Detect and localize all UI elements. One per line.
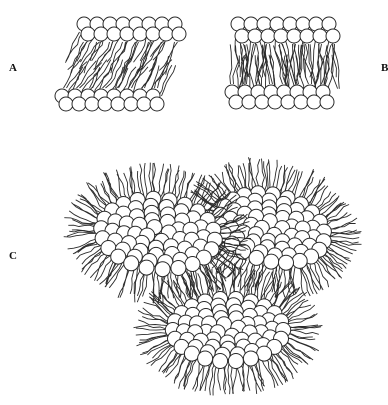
- lipid-head: [150, 97, 164, 111]
- lipid-tail: [82, 246, 103, 264]
- lipid-tail: [281, 165, 285, 194]
- lipid-head: [172, 27, 186, 41]
- lipid-head: [292, 253, 307, 268]
- lipid-head: [124, 256, 139, 271]
- lipid-tail: [66, 32, 83, 61]
- bilayer-a: [55, 17, 186, 111]
- lipid-head: [313, 29, 327, 43]
- lipid-head: [94, 27, 108, 41]
- lipid-head: [98, 97, 112, 111]
- lipid-head: [281, 95, 295, 109]
- lipid-tail: [105, 173, 120, 201]
- lipid-head: [213, 354, 228, 369]
- lipid-head: [81, 27, 95, 41]
- lipid-head: [146, 27, 160, 41]
- lipid-tail: [135, 270, 141, 303]
- lipid-tail: [267, 161, 269, 191]
- lipid-tail: [274, 265, 277, 292]
- lipid-head: [249, 250, 264, 265]
- lipid-head: [124, 97, 138, 111]
- lipid-tail: [109, 263, 125, 287]
- lipid-tail: [170, 166, 179, 198]
- lipid-head: [300, 29, 314, 43]
- lipid-tail: [132, 58, 147, 88]
- lipid-head: [279, 255, 294, 270]
- lipid-head: [107, 27, 121, 41]
- lipid-head: [274, 29, 288, 43]
- lipid-head: [229, 95, 243, 109]
- lipid-tail: [131, 166, 133, 197]
- lipid-head: [287, 29, 301, 43]
- lipid-head: [320, 95, 334, 109]
- lipid-tail: [331, 44, 337, 89]
- lipid-head: [155, 262, 170, 277]
- lipid-tail: [157, 164, 163, 196]
- lipid-head: [294, 95, 308, 109]
- lipid-head: [242, 95, 256, 109]
- lipid-tail: [267, 357, 283, 385]
- lipid-head: [261, 29, 275, 43]
- lipid-head: [133, 27, 147, 41]
- lipid-tail: [111, 42, 123, 73]
- lipid-tail: [136, 333, 167, 335]
- lipid-tail: [230, 44, 232, 84]
- lipid-tail: [228, 364, 230, 394]
- lipid-tail: [241, 363, 245, 391]
- lipid-head: [264, 254, 279, 269]
- lipid-head: [307, 95, 321, 109]
- lipid-tail: [68, 225, 95, 227]
- lipid-head: [235, 29, 249, 43]
- lipid-tail: [79, 42, 99, 69]
- lipid-head: [120, 27, 134, 41]
- lipid-head: [198, 351, 213, 366]
- lipid-head: [185, 257, 200, 272]
- lipid-head: [243, 351, 258, 366]
- lipid-tail: [327, 236, 359, 239]
- lipid-head: [159, 27, 173, 41]
- lipid-tail: [106, 173, 120, 203]
- panel-label-a: A: [9, 62, 17, 74]
- lipid-head: [139, 260, 154, 275]
- lipid-head: [72, 97, 86, 111]
- panel-label-b: B: [381, 62, 388, 74]
- lipid-head: [326, 29, 340, 43]
- lipid-tail: [306, 179, 325, 205]
- lipid-tail: [195, 360, 200, 392]
- lipid-tail: [67, 232, 98, 236]
- lipid-head: [137, 97, 151, 111]
- lipid-tail: [257, 272, 259, 301]
- lipid-tail: [310, 44, 313, 84]
- lipid-tail: [149, 163, 152, 196]
- lipid-tail: [80, 63, 102, 88]
- lipid-head: [59, 97, 73, 111]
- lipid-head: [255, 95, 269, 109]
- lipid-tail: [269, 159, 271, 191]
- lipid-head: [268, 95, 282, 109]
- lipid-head: [248, 29, 262, 43]
- lipid-head: [171, 261, 186, 276]
- lipid-tail: [144, 163, 147, 196]
- lipid-tail: [142, 317, 170, 326]
- panel-label-c: C: [9, 250, 17, 262]
- bilayer-b: [225, 17, 340, 109]
- lipid-head: [228, 354, 243, 369]
- lipid-head: [111, 97, 125, 111]
- lipid-head: [85, 97, 99, 111]
